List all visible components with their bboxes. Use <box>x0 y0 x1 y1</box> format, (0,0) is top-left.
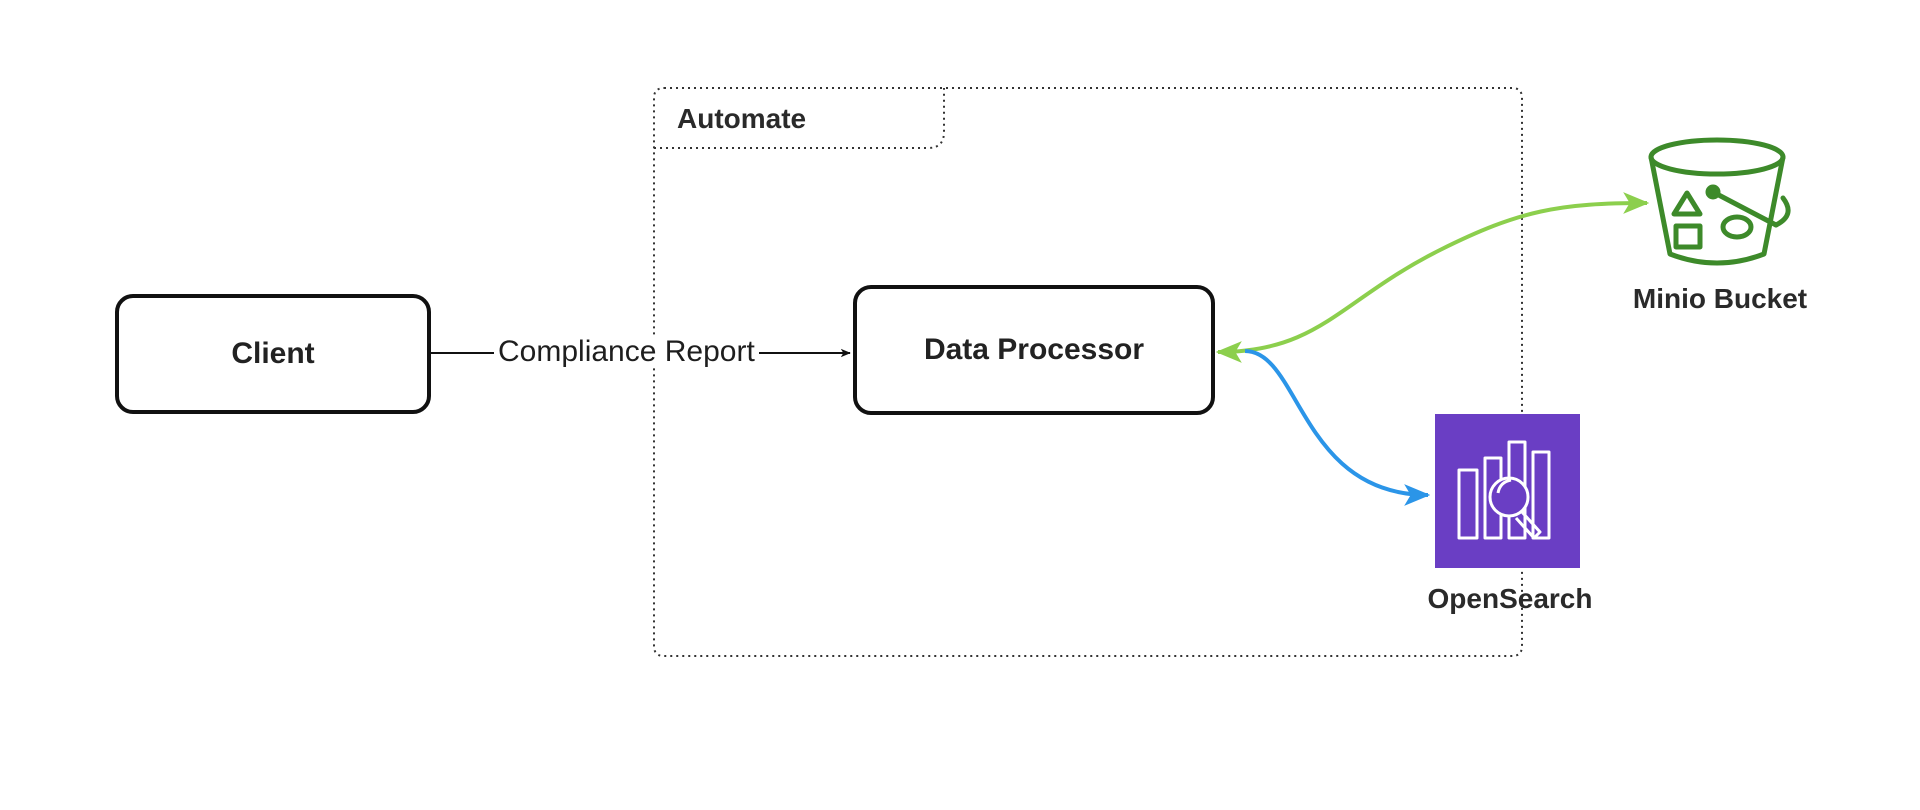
automate-group-title: Automate <box>677 103 807 134</box>
data-processor-node-box[interactable] <box>853 285 1215 415</box>
client-node-box[interactable] <box>115 294 431 414</box>
minio-bucket-label: Minio Bucket <box>1632 283 1808 314</box>
opensearch-icon <box>1435 414 1580 568</box>
client-node-label: Client <box>231 337 315 370</box>
automate-group-border <box>653 87 1523 657</box>
opensearch-label: OpenSearch <box>1427 583 1593 614</box>
compliance-report-edge-label: Compliance Report <box>494 337 759 367</box>
data-processor-node-label: Data Processor <box>923 333 1145 366</box>
minio-bucket-edge <box>1215 192 1650 363</box>
automate-group <box>653 87 1523 657</box>
bucket-icon <box>1648 137 1791 266</box>
opensearch-edge <box>1244 349 1431 506</box>
